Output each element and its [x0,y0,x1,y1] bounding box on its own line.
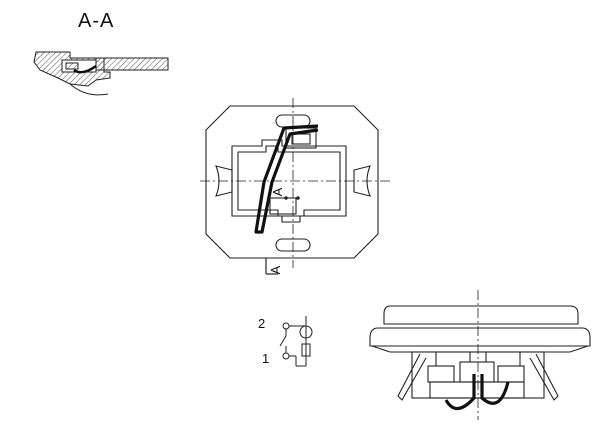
section-break-line [69,83,109,96]
section-detail [33,51,169,96]
contact-dot-1 [284,196,288,200]
claw-left [215,165,233,197]
terminal-block-1 [427,365,455,383]
terminal-top-inner [291,133,311,145]
side-view [369,290,591,420]
cut-marker-bottom: A [268,265,283,274]
terminal-block-3 [497,365,525,383]
cut-marker-top: A [270,187,285,196]
base-foot [429,381,525,399]
claw-right-side [529,353,559,401]
contact-dot-2 [296,196,300,200]
plan-view [200,98,390,275]
terminal-2 [282,322,290,330]
frame-flange [371,345,589,353]
section-wire [73,64,97,74]
wire-side-2 [480,374,510,405]
section-clamp-inner [65,62,79,70]
rocker-top [383,305,579,325]
inner-frame-inner [237,145,341,217]
terminal-1 [282,352,290,360]
terminal-label-1: 1 [262,351,270,366]
section-cable [95,57,169,71]
indicator-lamp-icon [299,325,313,339]
claw-right [353,165,371,197]
terminal-bottom [269,197,297,215]
claw-left-side [397,353,427,401]
mounting-plate [205,105,379,259]
terminal-block-2 [459,361,495,383]
screw-slot-bottom [275,238,311,252]
wire-plan [254,124,319,234]
circuit-schematic [279,316,313,367]
terminal-label-2: 2 [258,316,266,331]
wire-side-1 [444,374,476,411]
cover-plate [369,327,591,347]
resistor [301,343,311,357]
section-title: A-A [78,10,115,32]
switch-blade [279,335,287,347]
